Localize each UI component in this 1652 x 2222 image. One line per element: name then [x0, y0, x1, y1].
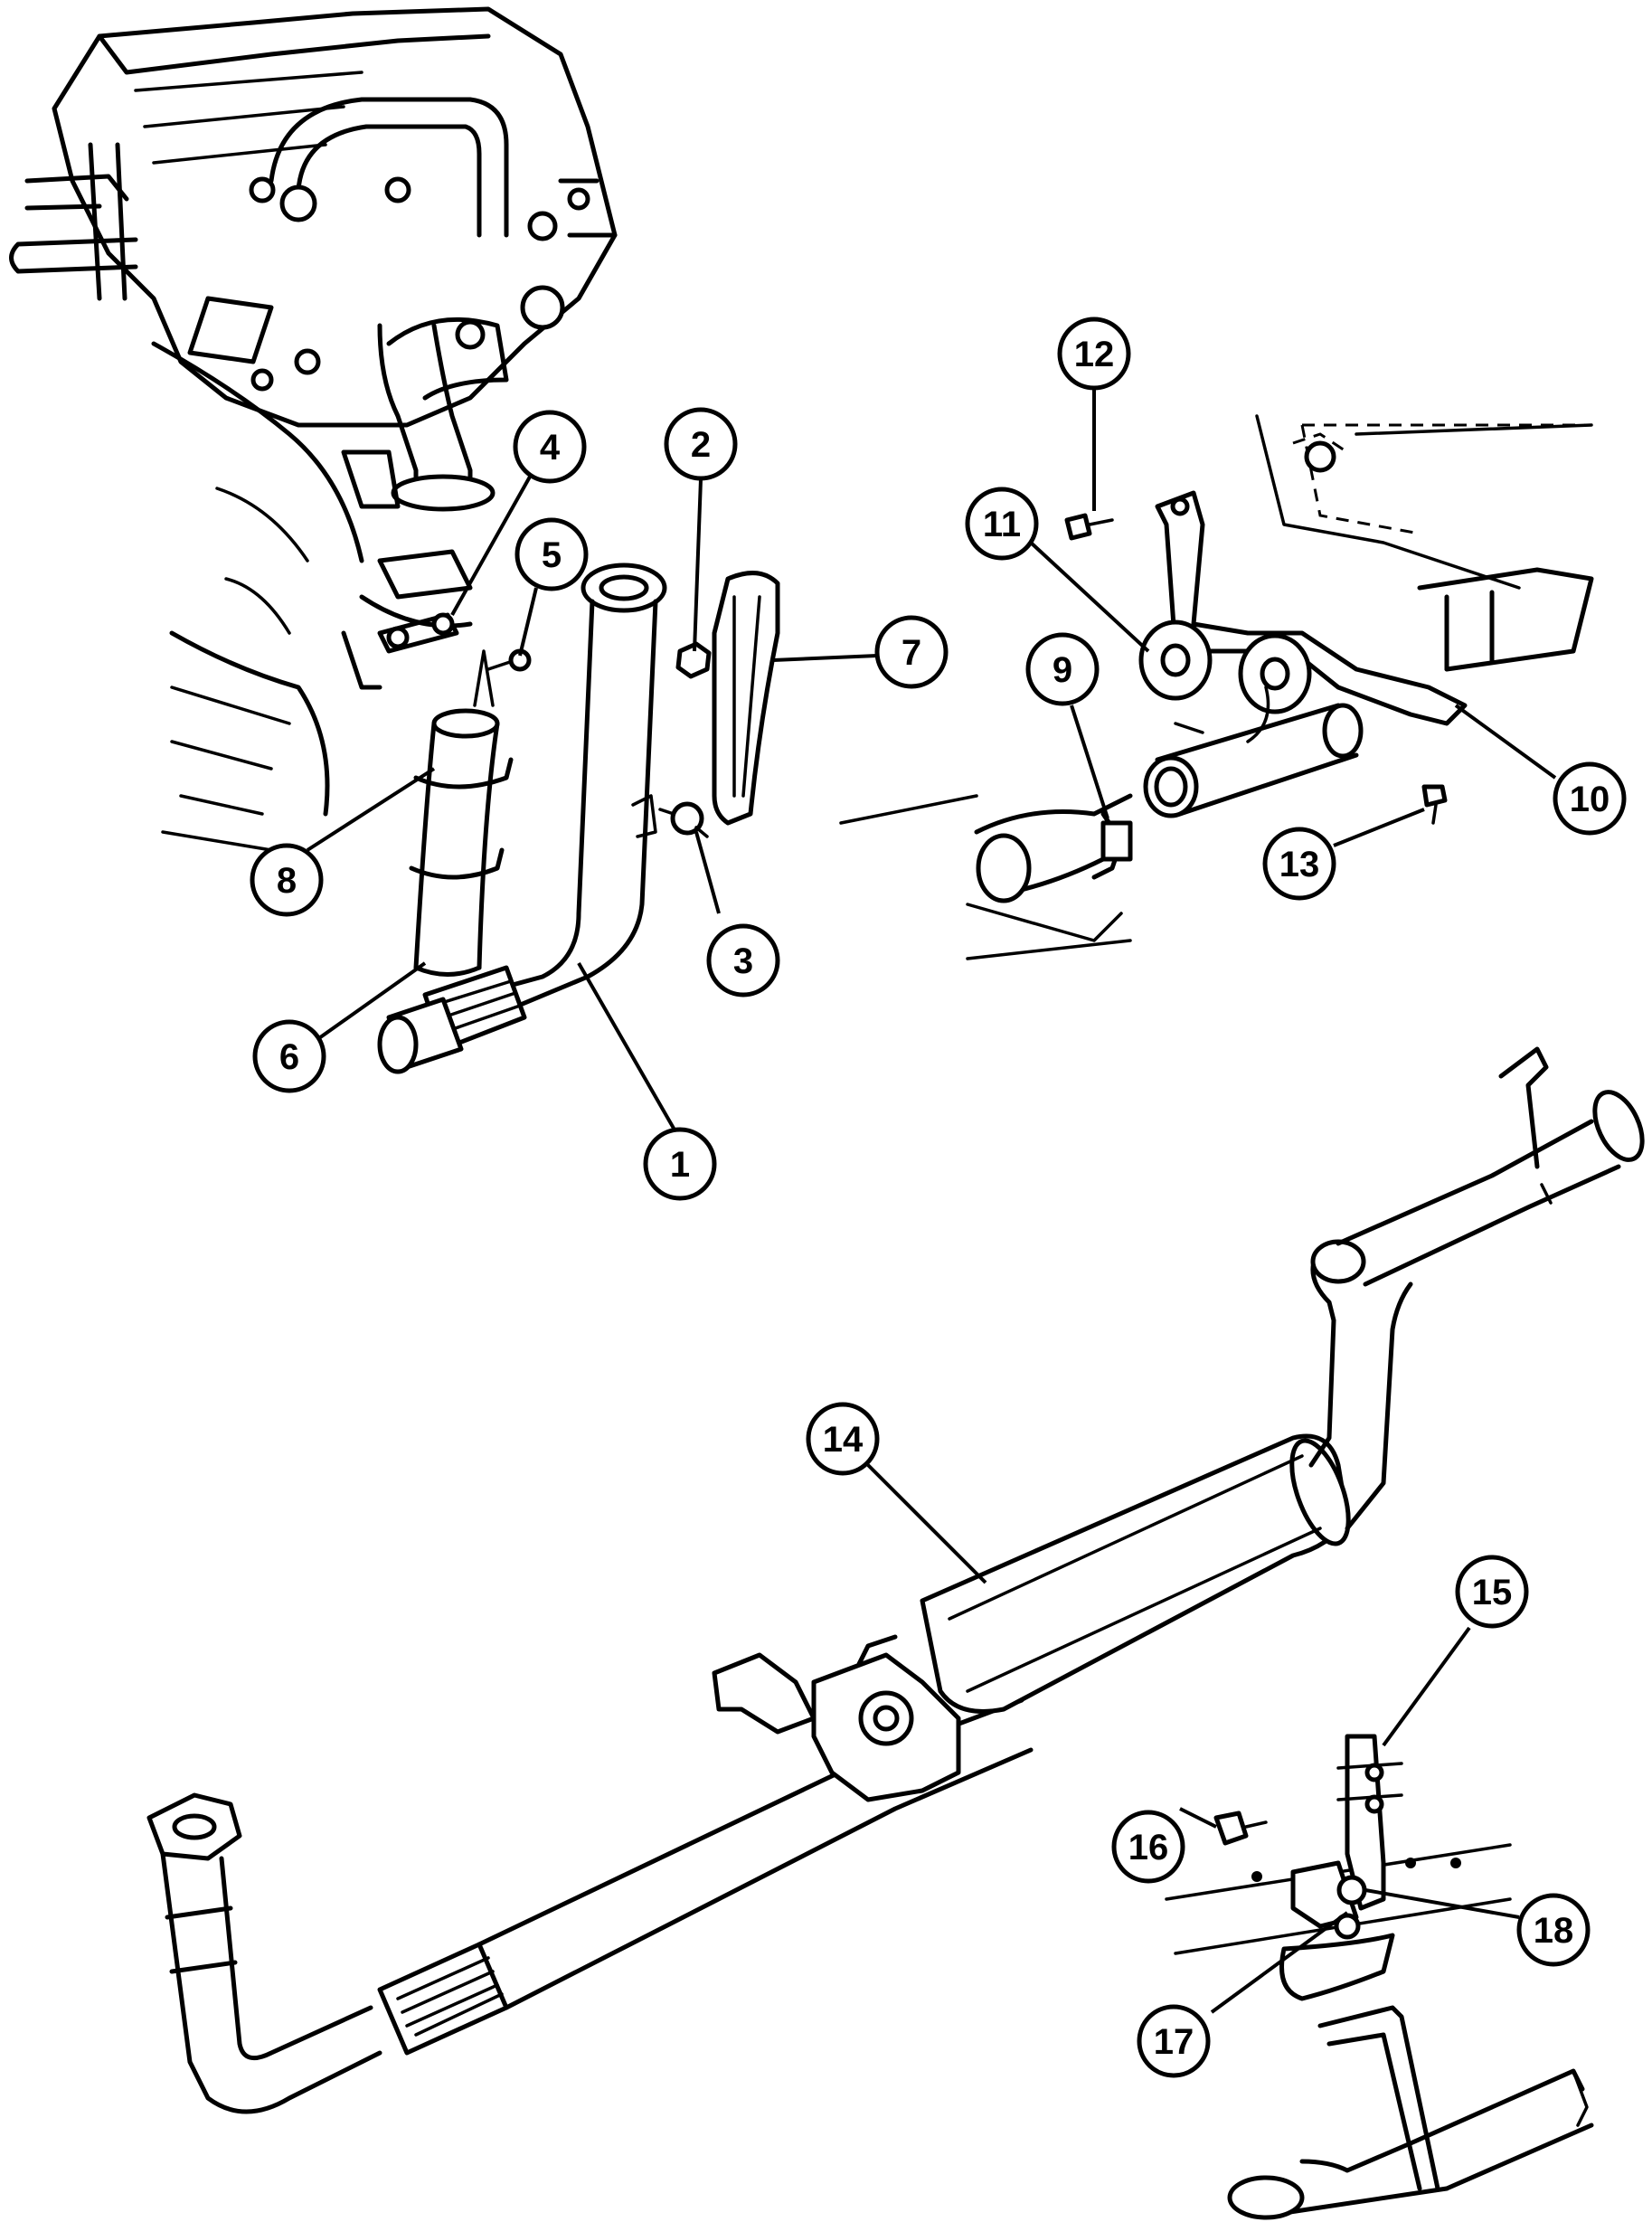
callout-7-label: 7: [902, 633, 921, 673]
callout-8-label: 8: [277, 861, 297, 901]
callout-8: 8: [250, 843, 324, 917]
callout-4-label: 4: [540, 428, 561, 468]
callout-12: 12: [1057, 317, 1131, 391]
rear-hanger-bracket: [1165, 1734, 1594, 2220]
callout-2-label: 2: [691, 425, 711, 465]
callout-12-label: 12: [1074, 335, 1115, 374]
callout-2: 2: [664, 407, 738, 481]
callout-14-label: 14: [823, 1420, 864, 1460]
bracket-bolt: [486, 648, 532, 672]
callout-14: 14: [806, 1402, 880, 1476]
callout-4: 4: [513, 410, 587, 484]
callout-11: 11: [965, 487, 1039, 561]
callout-10-label: 10: [1570, 780, 1610, 819]
callout-1: 1: [643, 1127, 717, 1201]
callout-13-label: 13: [1279, 845, 1320, 884]
callout-18-label: 18: [1534, 1911, 1574, 1951]
muffler-assembly: [146, 1046, 1645, 2114]
bolt: [658, 801, 709, 838]
callout-6: 6: [252, 1019, 326, 1093]
callout-6-label: 6: [279, 1037, 299, 1077]
support-bracket: [341, 612, 459, 690]
callout-17-label: 17: [1154, 2022, 1194, 2062]
callout-10: 10: [1553, 761, 1627, 836]
callouts: 1 2 3 4 5 6 7 8: [250, 317, 1627, 2078]
heat-shield: [409, 649, 514, 977]
exhaust-manifold: [341, 317, 509, 629]
leader-lines: [306, 389, 1557, 2014]
callout-5-label: 5: [542, 535, 562, 575]
tailpipe-hanger-assembly: [839, 414, 1594, 960]
callout-15-label: 15: [1472, 1573, 1513, 1612]
callout-15: 15: [1455, 1555, 1529, 1629]
front-pipe: [377, 563, 667, 1074]
callout-1-label: 1: [670, 1145, 690, 1185]
callout-11-label: 11: [983, 505, 1021, 544]
callout-13: 13: [1262, 827, 1336, 901]
callout-3-label: 3: [733, 941, 753, 981]
callout-18: 18: [1516, 1893, 1591, 1967]
callout-16-label: 16: [1128, 1828, 1169, 1867]
heat-shield-strip: [712, 571, 780, 826]
callout-9: 9: [1025, 632, 1100, 706]
callout-7: 7: [874, 615, 949, 689]
callout-16: 16: [1111, 1810, 1185, 1884]
callout-3: 3: [706, 923, 780, 998]
callout-5: 5: [514, 517, 589, 591]
callout-9-label: 9: [1053, 650, 1072, 690]
callout-17: 17: [1137, 2004, 1211, 2078]
engine-block: [9, 6, 618, 852]
